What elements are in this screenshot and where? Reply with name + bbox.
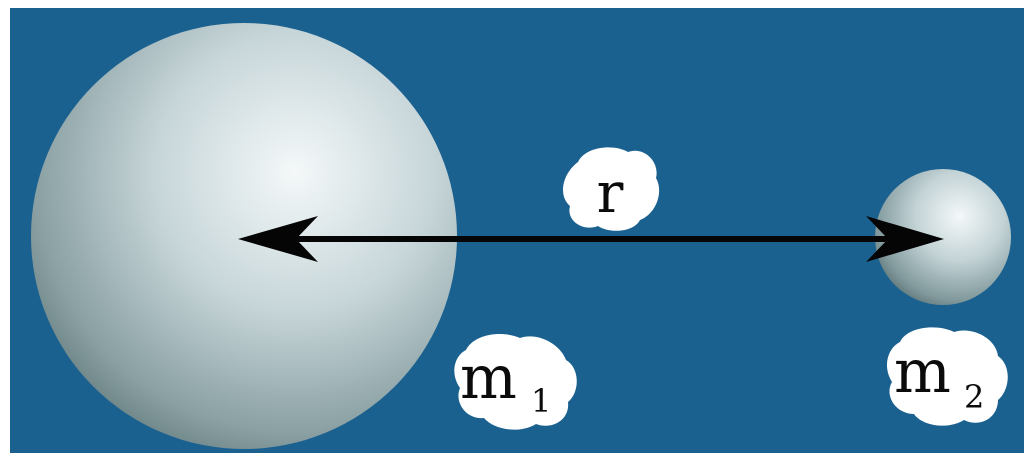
mass-2-sphere [875, 169, 1011, 305]
mass-1-label-group: m 1 [454, 334, 577, 430]
label-cloud [886, 327, 1008, 426]
arrowhead-left-icon [238, 216, 318, 262]
mass-2-symbol: m [894, 337, 951, 407]
arrowhead-right-icon [866, 216, 944, 262]
distance-label-group: r [563, 147, 660, 231]
mass-1-subscript: 1 [531, 382, 551, 420]
mass-1-symbol: m [460, 343, 517, 413]
mass-2-label-group: m 2 [886, 327, 1008, 426]
distance-label: r [597, 161, 624, 226]
distance-arrow [238, 216, 944, 262]
mass-2-subscript: 2 [964, 378, 984, 416]
mass-1-sphere [31, 23, 457, 449]
label-cloud [454, 334, 577, 430]
label-cloud [563, 147, 660, 231]
